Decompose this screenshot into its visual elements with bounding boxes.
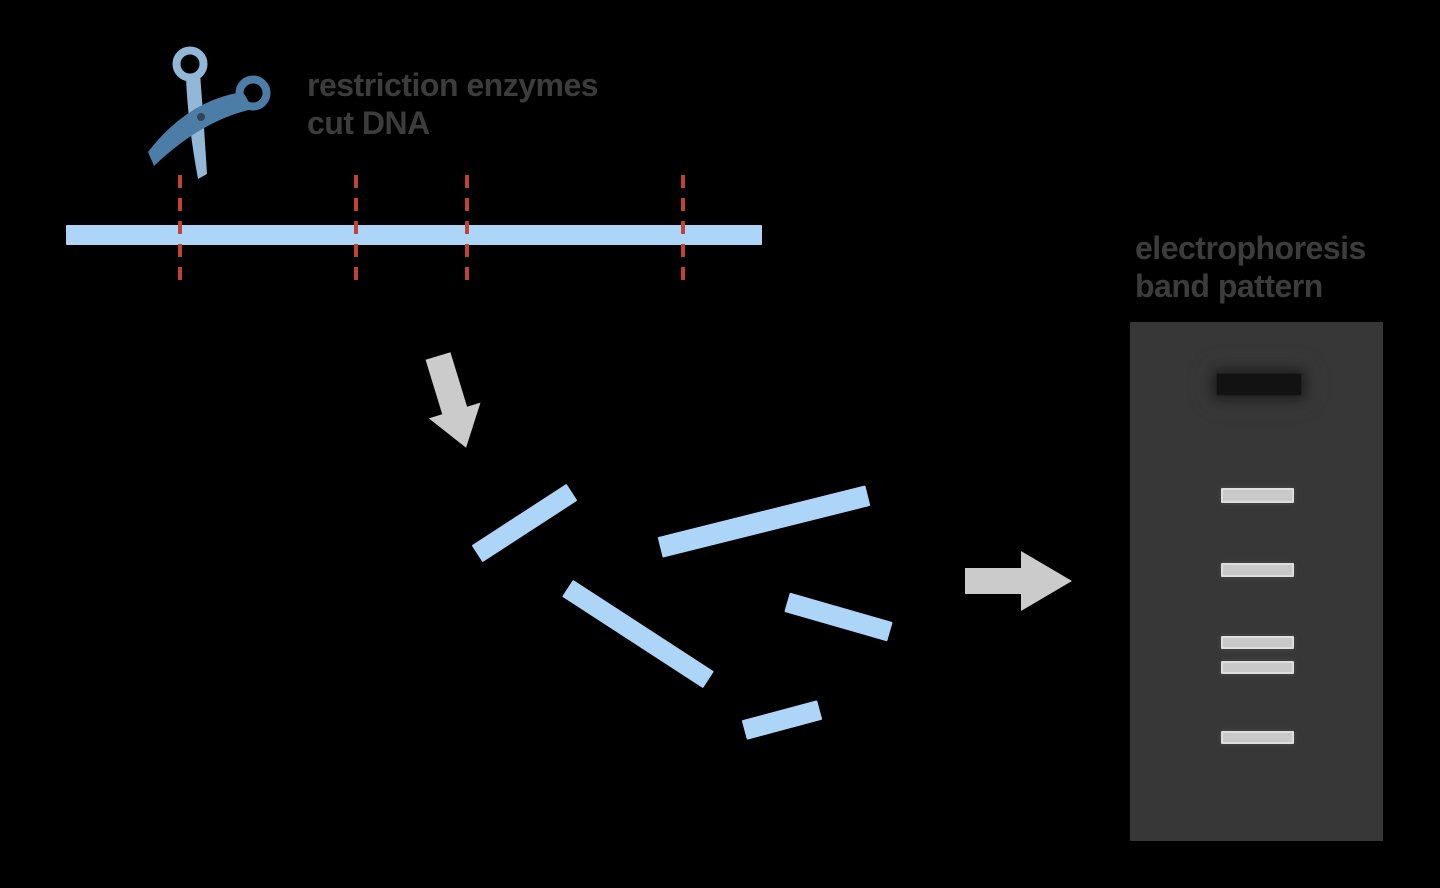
cut-site-line bbox=[465, 175, 469, 289]
gel-band bbox=[1221, 731, 1294, 744]
arrow-right-icon bbox=[965, 551, 1072, 611]
dna-fragment bbox=[783, 592, 893, 642]
cut-site-line bbox=[354, 175, 358, 289]
arrow-down-icon bbox=[425, 352, 481, 448]
gel-box bbox=[1130, 322, 1383, 841]
scissors-dark-blade bbox=[148, 92, 253, 166]
gel-label-line2: band pattern bbox=[1135, 268, 1323, 304]
scissors-pivot bbox=[197, 113, 205, 121]
cut-dna-label: restriction enzymes cut DNA bbox=[307, 66, 599, 142]
dna-fragment bbox=[741, 700, 823, 740]
gel-band bbox=[1221, 488, 1294, 503]
cut-dna-label-line2: cut DNA bbox=[307, 105, 430, 141]
gel-band bbox=[1221, 636, 1294, 649]
cut-dna-label-line1: restriction enzymes bbox=[307, 67, 599, 103]
gel-label: electrophoresis band pattern bbox=[1135, 229, 1366, 305]
dna-fragment bbox=[471, 483, 577, 563]
cut-site-line bbox=[178, 175, 182, 289]
scissors-dark-handle bbox=[235, 75, 271, 111]
dna-strand bbox=[66, 225, 762, 245]
gel-band bbox=[1221, 563, 1294, 577]
gel-well-band bbox=[1216, 373, 1302, 396]
gel-label-line1: electrophoresis bbox=[1135, 230, 1366, 266]
gel-band bbox=[1221, 661, 1294, 674]
scissors-light-handle bbox=[172, 46, 208, 82]
scissors-icon bbox=[148, 46, 271, 179]
cut-site-line bbox=[681, 175, 685, 289]
dna-fragment bbox=[657, 484, 871, 558]
dna-fragment bbox=[562, 579, 714, 689]
